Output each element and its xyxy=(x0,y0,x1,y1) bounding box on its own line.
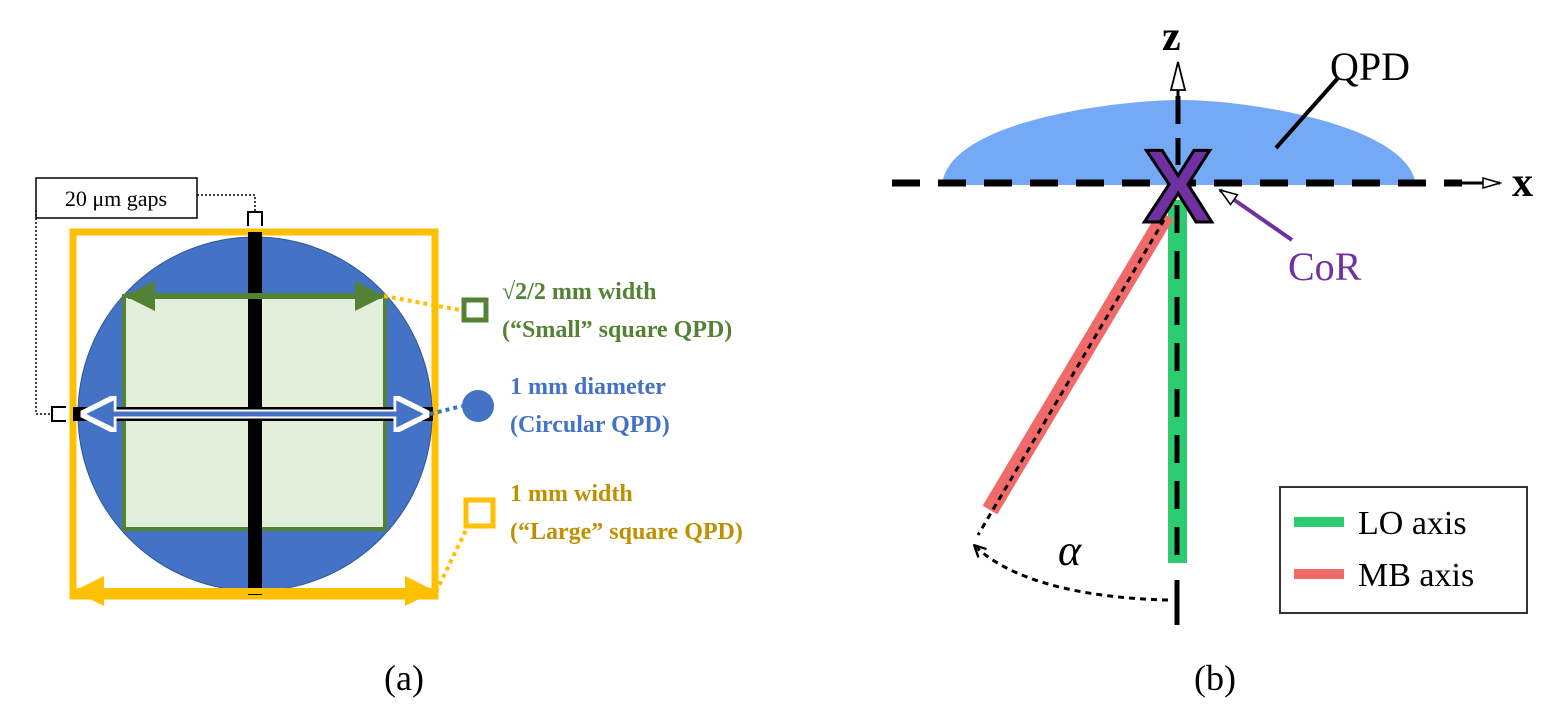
gaps-label: 20 μm gaps xyxy=(65,186,167,211)
legend-mb-label: MB axis xyxy=(1358,557,1474,594)
mb-axis xyxy=(982,210,1174,515)
gaps-label-box xyxy=(35,177,198,219)
legend-lo-label: LO axis xyxy=(1358,505,1467,542)
cor-leader xyxy=(1220,188,1294,242)
qpd-label: QPD xyxy=(1330,44,1410,89)
gap-bracket-top xyxy=(247,211,263,226)
caption-a: (a) xyxy=(384,658,424,698)
lo-axis xyxy=(1168,200,1187,563)
legend-box xyxy=(1279,486,1528,614)
large-square-legend-icon xyxy=(463,497,496,529)
circle-legend-line2: (Circular QPD) xyxy=(510,412,670,438)
small-square-legend-icon xyxy=(461,297,489,323)
alpha-label: α xyxy=(1058,526,1082,575)
caption-b: (b) xyxy=(1194,658,1236,698)
gap-bracket-left xyxy=(51,406,66,422)
panel-a: 20 μm gaps √2/2 mm width (“Small” square… xyxy=(35,177,743,698)
circle-legend-icon xyxy=(462,390,494,422)
center-x-mark: X xyxy=(1143,129,1212,245)
z-axis-label: z xyxy=(1162,14,1181,60)
small-legend-leader xyxy=(383,294,461,312)
gaps-leader-left xyxy=(35,210,52,415)
cor-label: CoR xyxy=(1288,244,1362,289)
large-legend-line1: 1 mm width xyxy=(510,481,633,507)
mb-axis-dash xyxy=(976,219,1166,536)
small-legend-line1: √2/2 mm width xyxy=(502,279,657,305)
qpd-leader xyxy=(1274,76,1340,150)
circle-legend-leader xyxy=(429,404,463,416)
z-axis-arrowhead xyxy=(1169,61,1187,91)
gaps-leader-top xyxy=(197,194,256,212)
small-legend-line2: (“Small” square QPD) xyxy=(502,317,732,343)
large-legend-line2: (“Large” square QPD) xyxy=(510,519,743,545)
panel-b: x z α X QPD CoR LO axis MB axis (b) xyxy=(892,14,1533,698)
large-legend-leader xyxy=(434,529,468,593)
x-axis-label: x xyxy=(1512,160,1533,206)
circle-legend-line1: 1 mm diameter xyxy=(510,374,666,400)
